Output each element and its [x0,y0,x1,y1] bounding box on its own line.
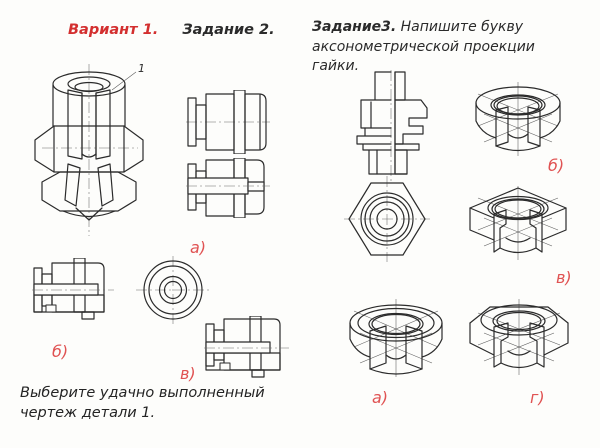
nut-front-halfsection-view [356,70,428,182]
detail1-axonometric-cutaway: 1 [34,62,145,236]
option-v-halfsection-view [204,316,289,378]
left-header: Вариант 1. Задание 2. [68,22,275,38]
axo-option-a-label: а) [372,388,389,407]
task2-label: Задание 2. [182,22,275,38]
task3-prompt: Напишите букву аксонометрической проекци… [312,19,535,75]
axo-option-g-label: г) [530,388,545,407]
option-a-section-view [186,158,270,218]
axo-option-b-label: б) [548,156,565,175]
option-a-outline-view [186,90,270,154]
axonometric-nut-g [469,299,569,375]
task3-label: Задание3. [312,19,397,35]
option-v-label: в) [180,364,196,383]
option-a-label: а) [190,238,207,257]
axo-option-v-label: в) [556,268,572,287]
axonometric-nut-a [349,299,443,377]
variant-label: Вариант 1. [68,22,159,38]
circular-front-view [136,256,210,324]
option-b-label: б) [52,342,69,361]
nut-hexagon-top-view [344,176,430,262]
option-b-halfsection-view [32,258,114,320]
right-header: Задание3. Напишите букву аксонометрическ… [312,18,570,77]
axonometric-nut-b [475,82,561,156]
axonometric-nut-v [469,186,567,260]
part-callout: 1 [138,62,145,75]
instruction-text: Выберите удачно выполненный чертеж детал… [20,385,265,421]
